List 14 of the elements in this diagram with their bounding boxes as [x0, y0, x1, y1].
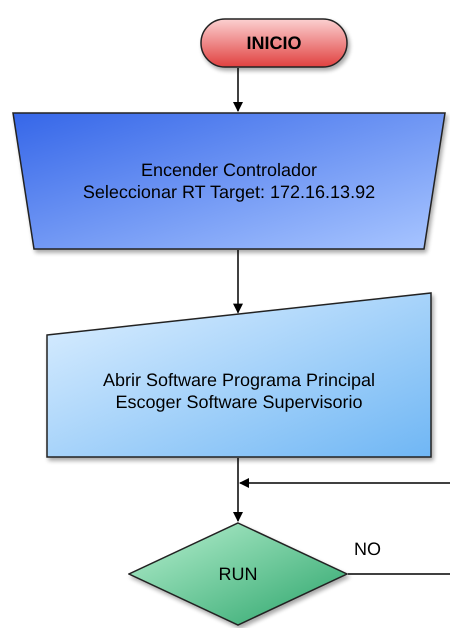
manual-input-box	[46, 292, 432, 458]
arrow	[233, 250, 243, 314]
node-text: INICIO	[246, 32, 302, 54]
node-text: Abrir Software Programa Principal Escoger Software Supervisorio	[102, 368, 376, 414]
node-text: Seleccionar RT Target: 172.16.13.92	[82, 181, 376, 204]
node-text: RUN	[218, 562, 258, 586]
arrow	[239, 478, 450, 488]
node-text: Encender Controlador	[140, 158, 318, 181]
arrow	[233, 458, 243, 522]
decision-diamond	[128, 522, 348, 626]
edge-label: NO	[354, 540, 381, 558]
manual-operation-box	[12, 112, 446, 250]
arrow	[233, 68, 243, 112]
start-terminal	[200, 18, 348, 68]
